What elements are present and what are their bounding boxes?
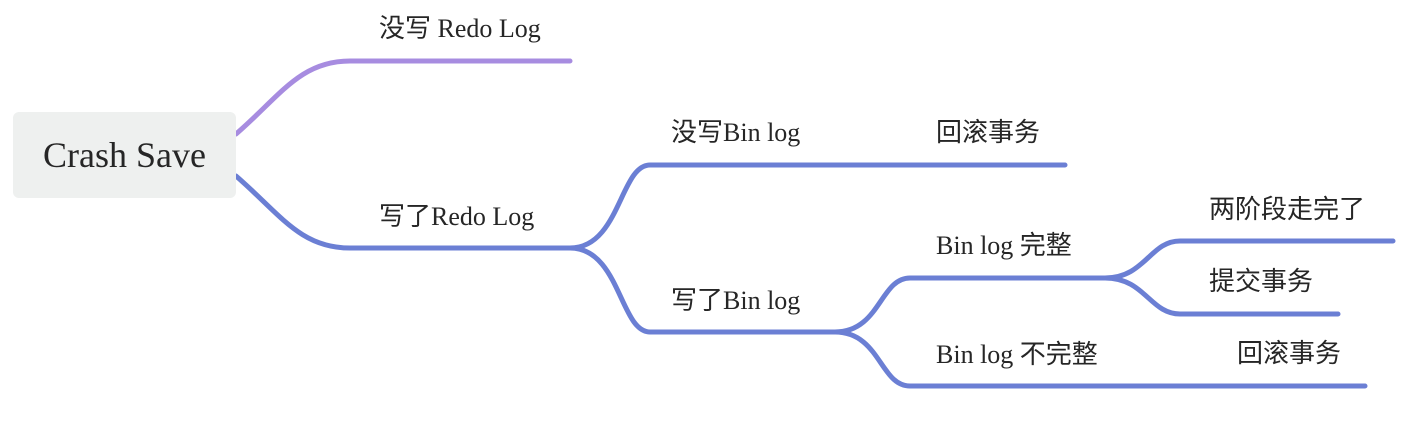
node-commit-transaction[interactable]: 提交事务 <box>1209 267 1314 296</box>
edge-wrote-binlog-complete <box>832 275 1108 335</box>
edge-wrote-redo-no-binlog <box>567 162 1068 251</box>
root-node-label: Crash Save <box>43 135 206 175</box>
edge-root-no-redo <box>233 58 573 137</box>
node-wrote-redo-log[interactable]: 写了Redo Log <box>379 202 535 231</box>
edge-wrote-redo-wrote-binlog <box>567 245 838 335</box>
node-no-redo-log[interactable]: 没写 Redo Log <box>379 14 541 43</box>
node-bin-log-complete[interactable]: Bin log 完整 <box>936 231 1072 260</box>
edge-complete-commit <box>1102 275 1341 317</box>
node-rollback-incomplete[interactable]: 回滚事务 <box>1237 339 1342 368</box>
root-node[interactable]: Crash Save <box>13 112 236 198</box>
node-two-phase-done[interactable]: 两阶段走完了 <box>1209 195 1366 224</box>
node-rollback-no-binlog[interactable]: 回滚事务 <box>936 118 1041 147</box>
edge-root-wrote-redo <box>233 173 573 251</box>
edge-complete-two-phase <box>1102 238 1396 281</box>
node-no-bin-log[interactable]: 没写Bin log <box>671 118 801 147</box>
edge-wrote-binlog-incomplete <box>832 329 1368 389</box>
node-bin-log-incomplete[interactable]: Bin log 不完整 <box>936 340 1098 369</box>
node-wrote-bin-log[interactable]: 写了Bin log <box>671 286 801 315</box>
